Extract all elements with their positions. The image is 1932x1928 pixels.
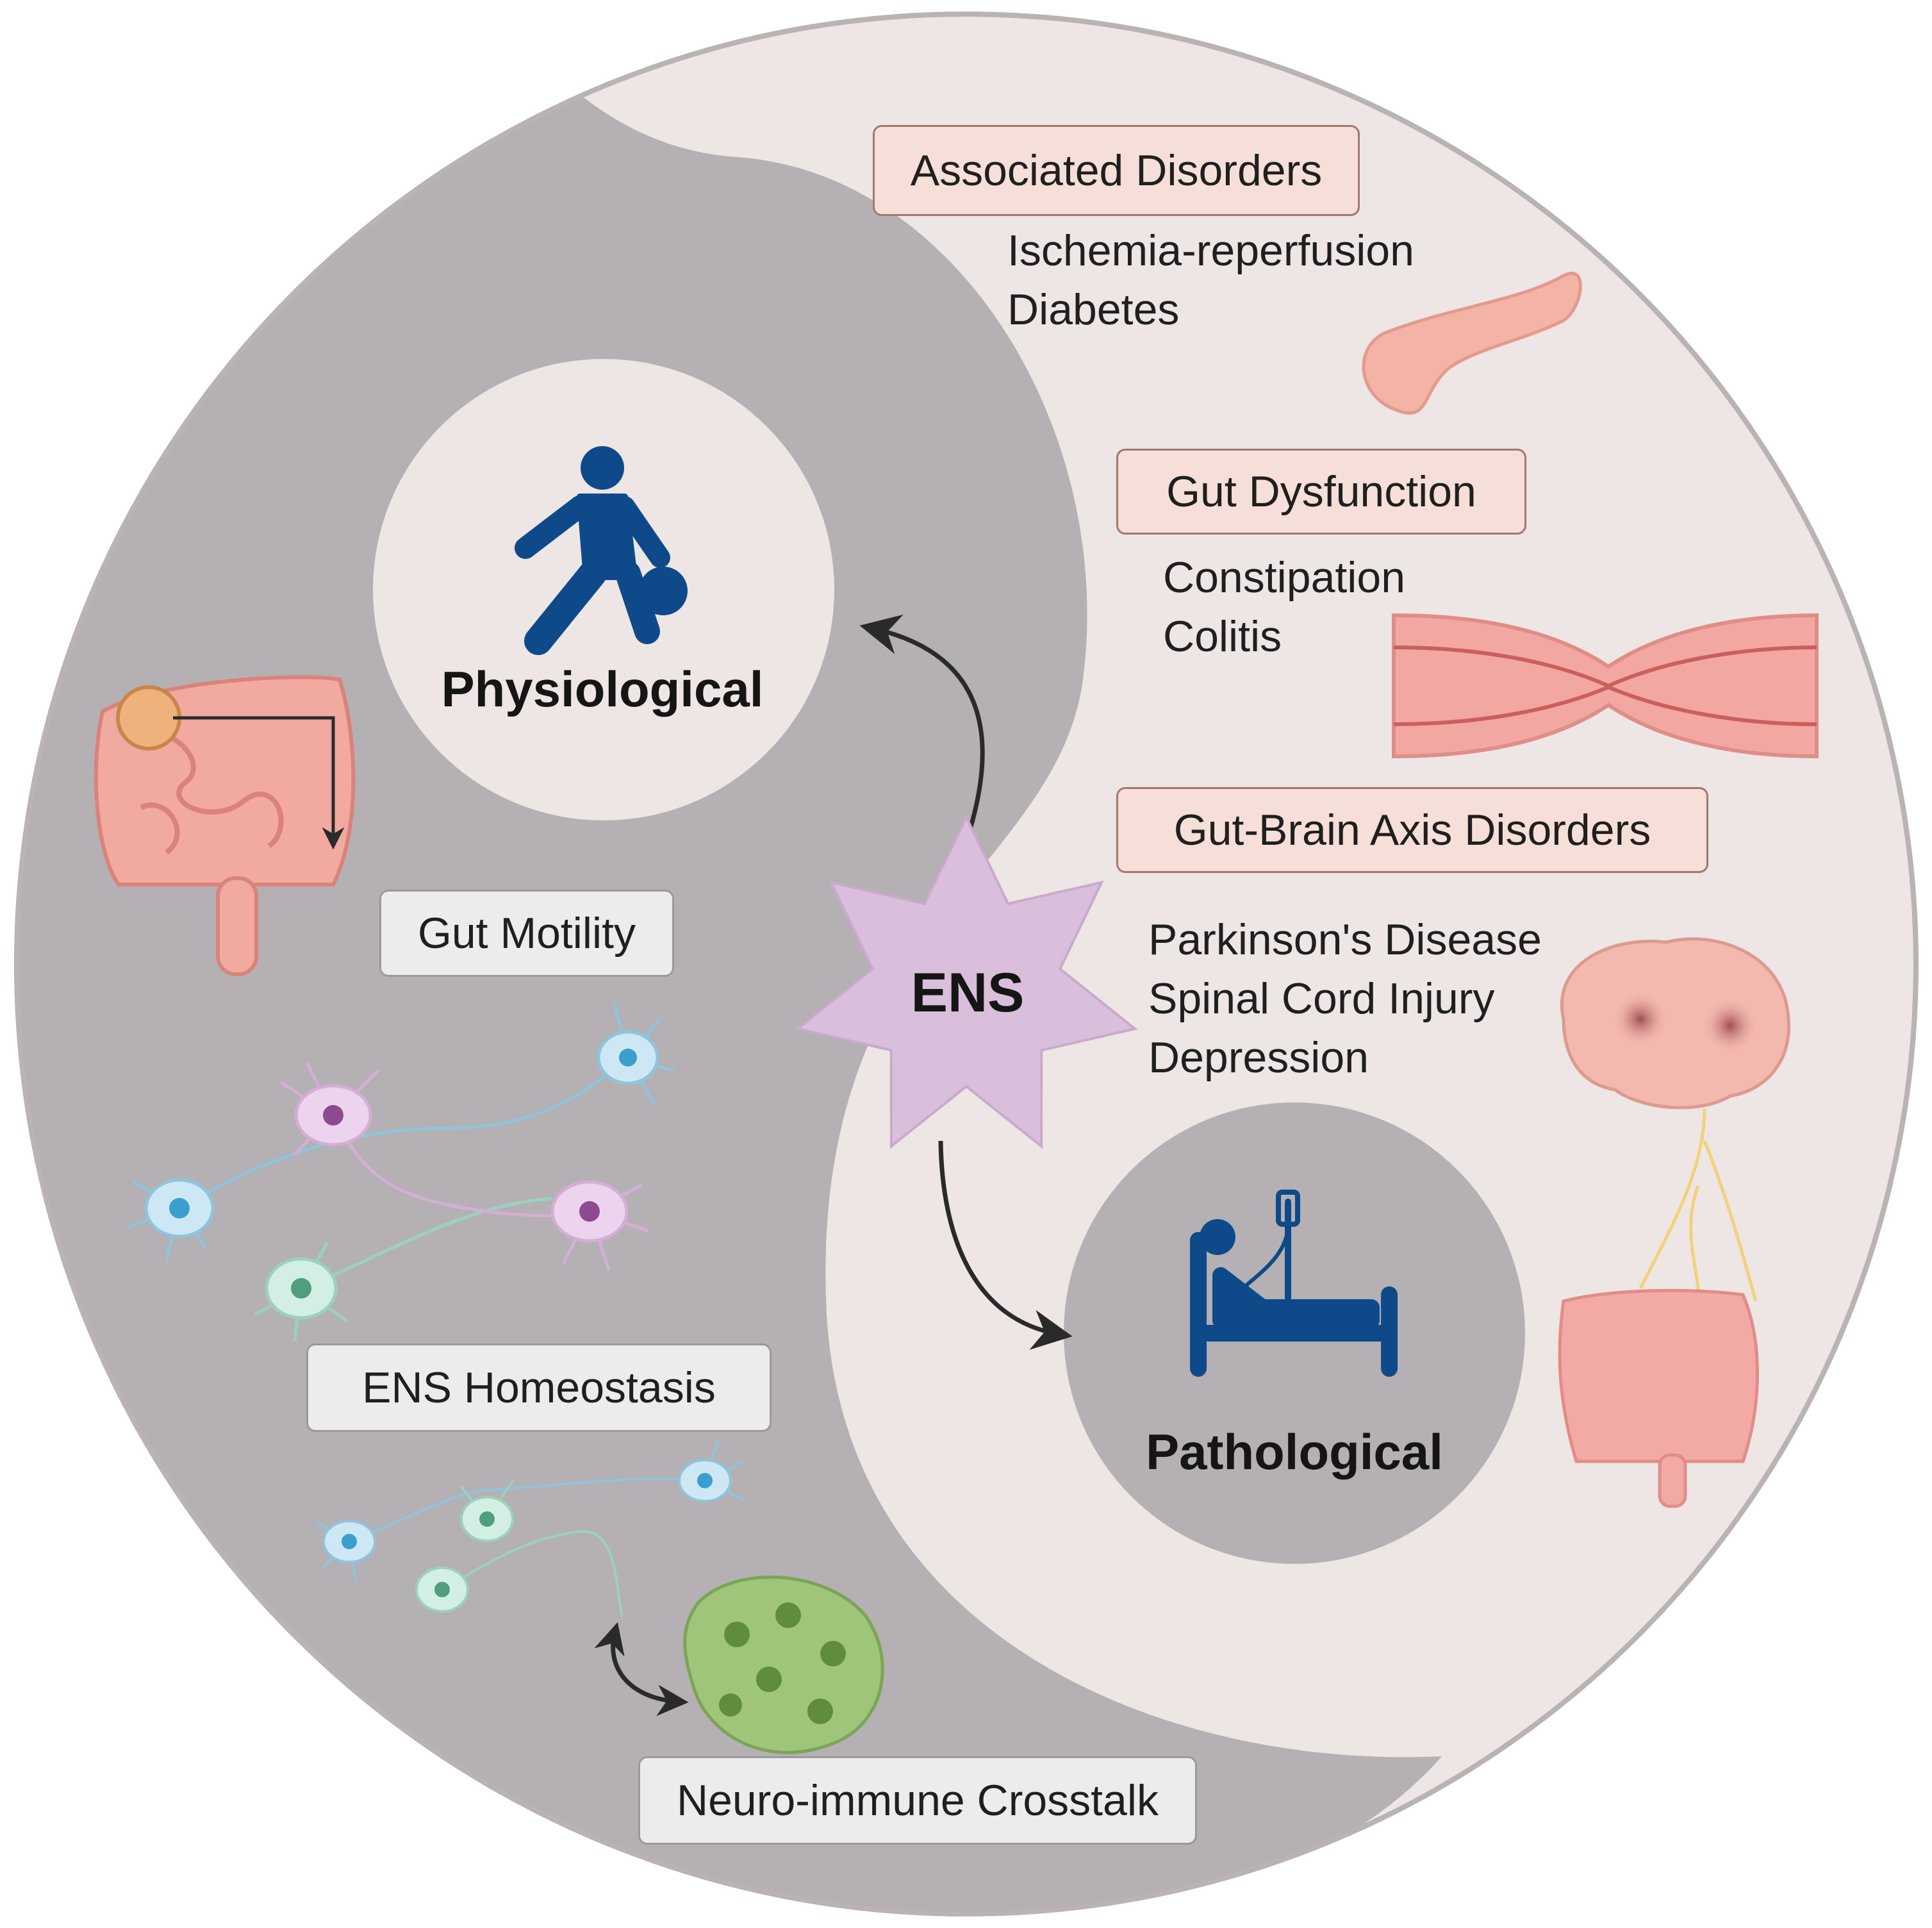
gut-dysfunction-box: Gut Dysfunction <box>1116 449 1526 535</box>
associated-disorders-list: Ischemia-reperfusion Diabetes <box>1007 221 1414 339</box>
disorder-item: Parkinson's Disease <box>1148 915 1542 964</box>
disorder-item: Diabetes <box>1007 285 1180 334</box>
walking-person-with-ball-icon <box>515 446 688 655</box>
ens-label: ENS <box>911 962 1025 1024</box>
ens-homeostasis-box: ENS Homeostasis <box>306 1343 772 1432</box>
narrowed-colon-icon <box>1392 613 1819 759</box>
brain-gut-icon <box>1558 937 1790 1508</box>
arrow-to-physiological <box>859 614 985 827</box>
physiological-circle <box>373 359 834 820</box>
gut-dysfunction-list: Constipation Colitis <box>1163 548 1405 666</box>
pancreas-icon <box>1362 272 1582 415</box>
disorder-item: Spinal Cord Injury <box>1148 974 1495 1023</box>
pathological-title: Pathological <box>1146 1424 1443 1480</box>
arrow-to-pathological <box>938 1140 1073 1350</box>
neuron-network-icon <box>126 1004 675 1342</box>
gut-motility-box: Gut Motility <box>379 890 674 977</box>
intestine-icon <box>94 675 356 976</box>
disorder-item: Depression <box>1148 1033 1369 1082</box>
neuro-immune-crosstalk-box: Neuro-immune Crosstalk <box>638 1756 1197 1845</box>
physiological-title: Physiological <box>441 661 764 717</box>
patient-in-bed-with-iv-icon <box>1190 1190 1398 1377</box>
neuron-network-small-icon <box>316 1441 745 1616</box>
ens-star <box>795 814 1138 1149</box>
crosstalk-arrow <box>594 1622 689 1716</box>
disorder-item: Constipation <box>1163 553 1406 602</box>
physiological-region <box>17 14 1442 1914</box>
associated-disorders-box: Associated Disorders <box>873 125 1360 216</box>
gut-brain-axis-box: Gut-Brain Axis Disorders <box>1116 787 1708 873</box>
disorder-item: Ischemia-reperfusion <box>1007 226 1414 275</box>
disorder-item: Colitis <box>1163 612 1282 661</box>
gut-brain-axis-list: Parkinson's Disease Spinal Cord Injury D… <box>1148 910 1542 1087</box>
immune-cell-cluster-icon <box>683 1575 884 1754</box>
